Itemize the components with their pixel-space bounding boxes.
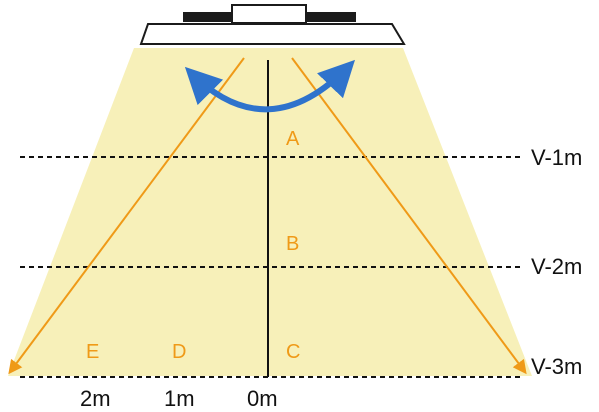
level-label-3m: V-3m bbox=[531, 354, 582, 379]
zone-label-c: C bbox=[286, 341, 300, 363]
zone-label-d: D bbox=[172, 341, 186, 363]
distance-label-0m: 0m bbox=[247, 386, 278, 411]
light-fixture-icon bbox=[139, 4, 406, 45]
light-cone bbox=[8, 48, 532, 376]
distance-label-2m: 2m bbox=[80, 386, 111, 411]
left-coverage-arrow bbox=[8, 57, 245, 375]
level-label-1m: V-1m bbox=[531, 145, 582, 170]
right-coverage-arrow bbox=[291, 57, 527, 375]
zone-label-a: A bbox=[286, 128, 300, 150]
zone-label-b: B bbox=[286, 233, 299, 255]
swivel-arc-arrow bbox=[184, 59, 356, 113]
zone-label-e: E bbox=[86, 341, 99, 363]
level-label-2m: V-2m bbox=[531, 254, 582, 279]
distance-label-1m: 1m bbox=[164, 386, 195, 411]
